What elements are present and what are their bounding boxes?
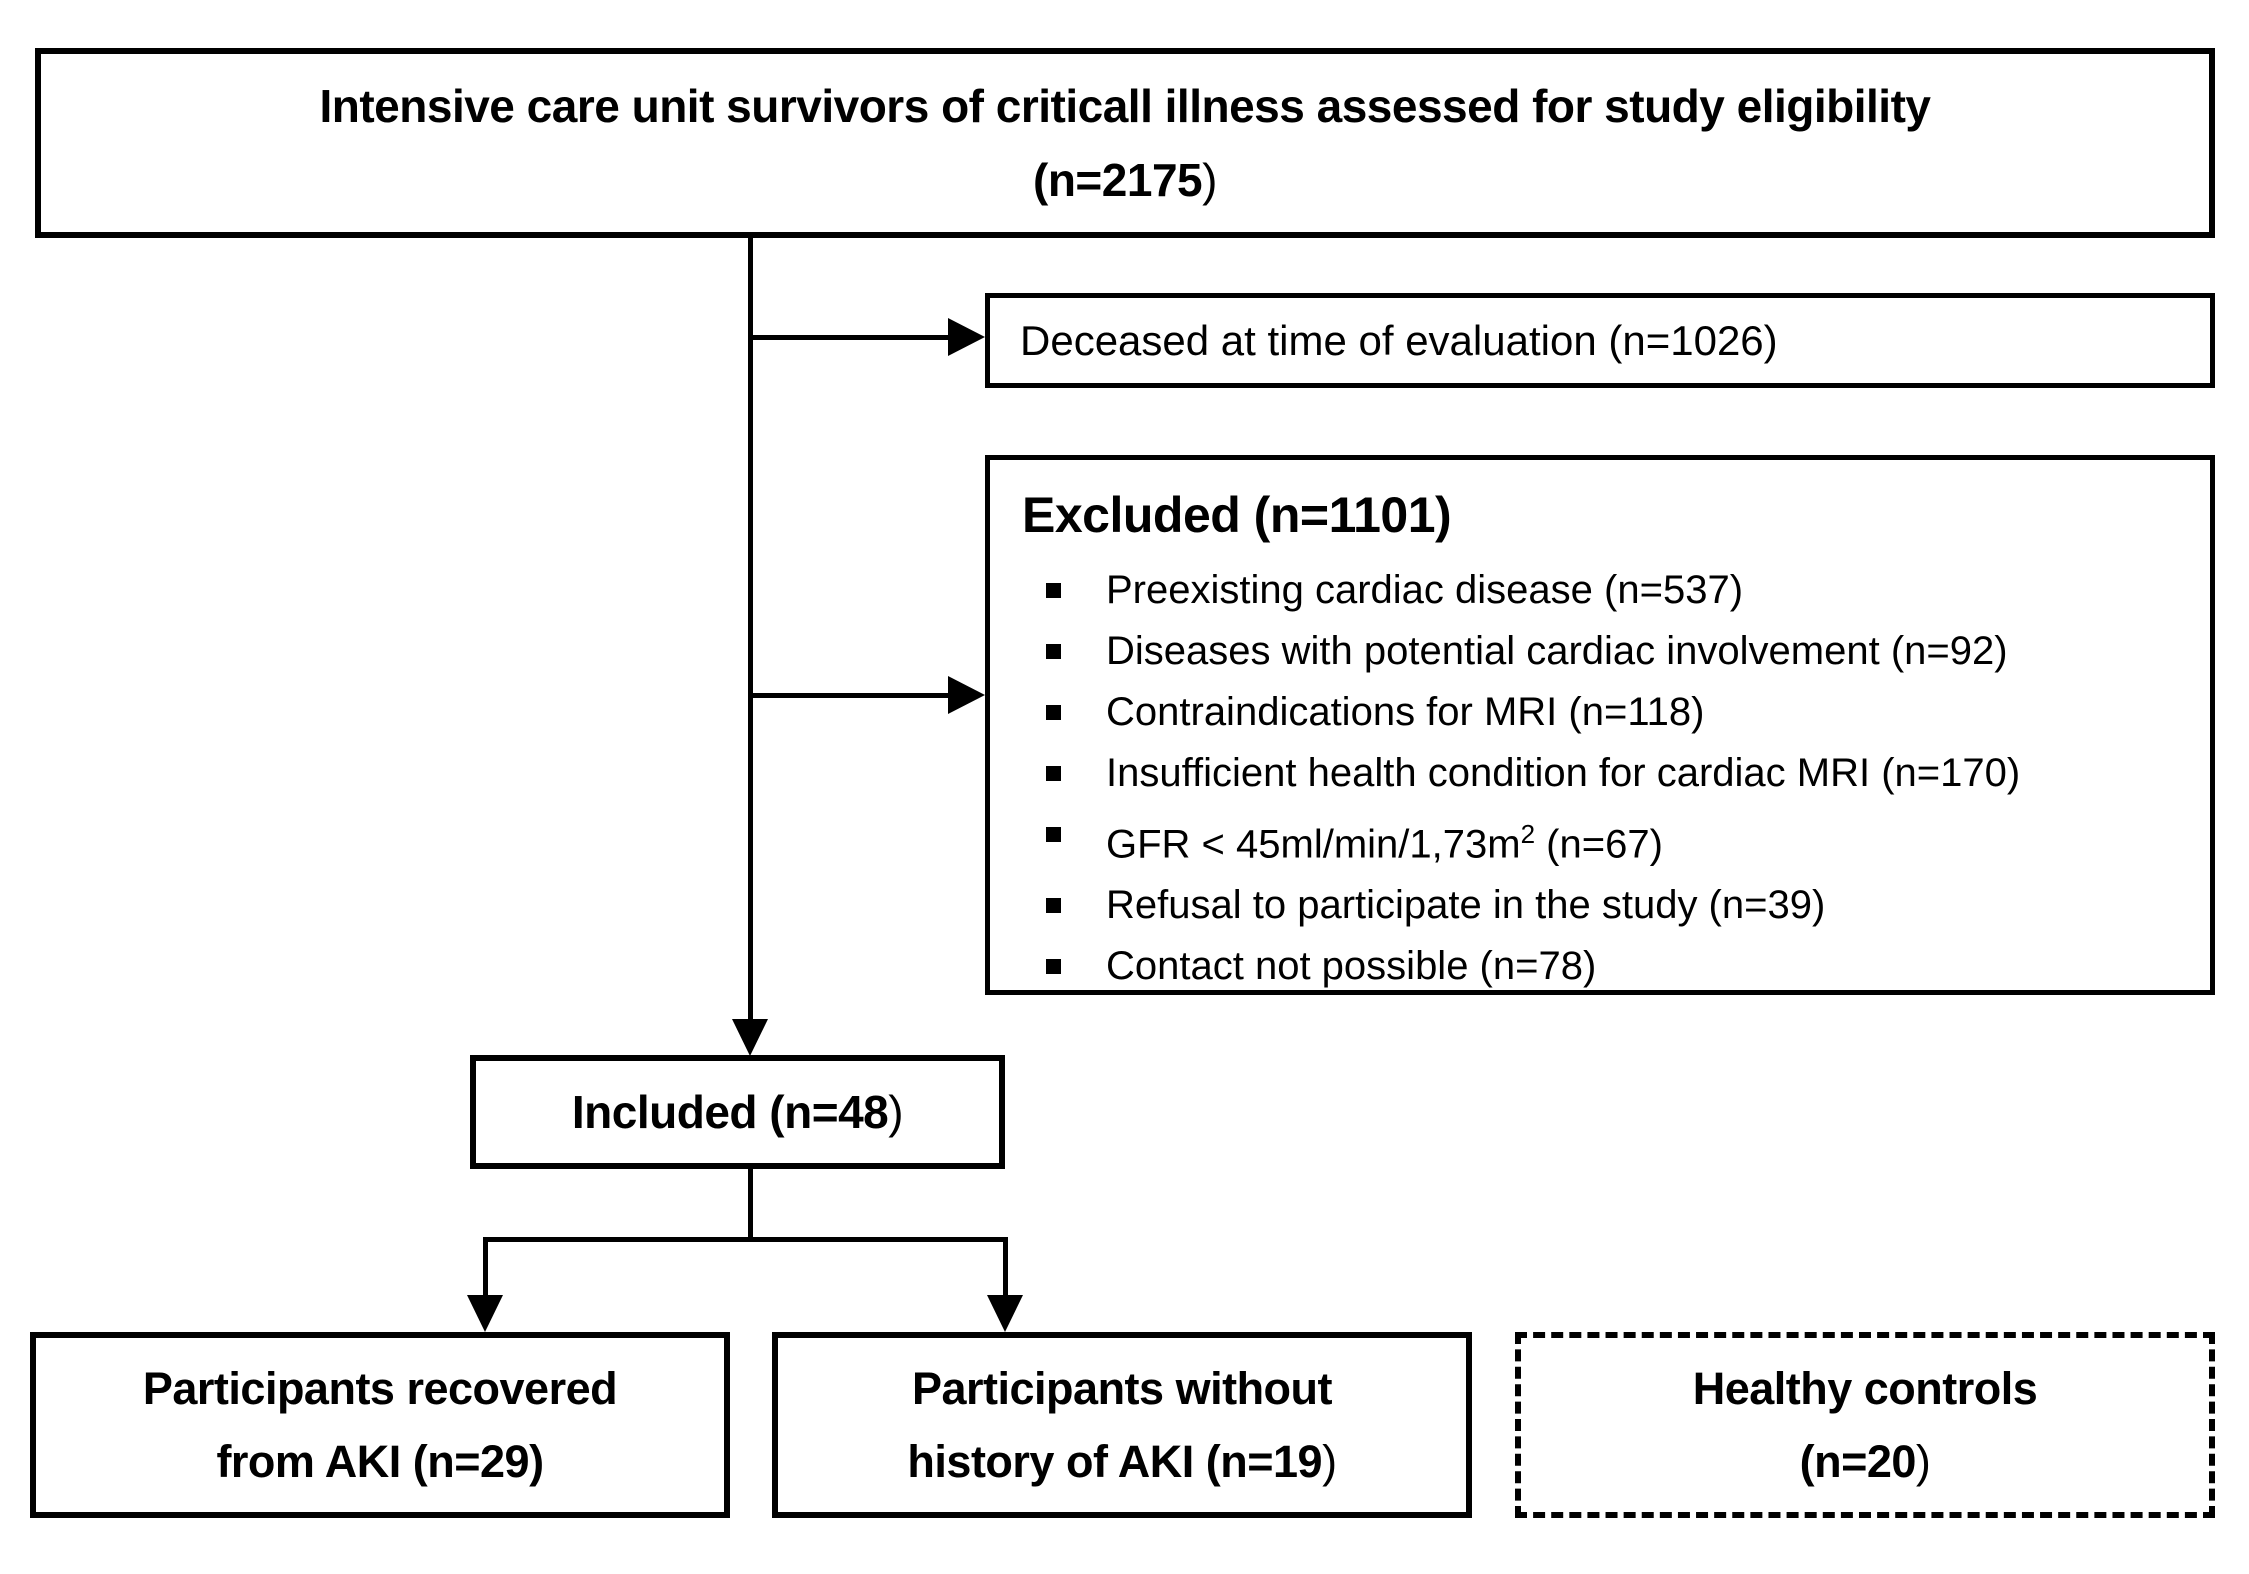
connector-included-stub (748, 1169, 753, 1240)
excluded-item: GFR < 45ml/min/1,73m2 (n=67) (1020, 804, 2180, 875)
connector-to-deceased (750, 335, 950, 340)
eligibility-box: Intensive care unit survivors of critica… (35, 48, 2215, 238)
excluded-item: Preexisting cardiac disease (n=537) (1020, 560, 2180, 621)
eligibility-line1: Intensive care unit survivors of critica… (319, 80, 1931, 132)
connector-main-vertical (748, 238, 753, 1019)
recovered-aki-line1: Participants recovered (142, 1363, 618, 1414)
recovered-aki-line2: from AKI (n=29) (216, 1436, 544, 1487)
connector-to-excluded (750, 693, 950, 698)
arrowhead-to-no-aki (987, 1295, 1023, 1332)
recovered-aki-box: Participants recovered from AKI (n=29) (30, 1332, 730, 1518)
excluded-box: Excluded (n=1101) Preexisting cardiac di… (985, 455, 2215, 995)
excluded-item: Refusal to participate in the study (n=3… (1020, 875, 2180, 936)
no-aki-box: Participants without history of AKI (n=1… (772, 1332, 1472, 1518)
arrowhead-to-recovered-aki (467, 1295, 503, 1332)
deceased-box: Deceased at time of evaluation (n=1026) (985, 293, 2215, 388)
healthy-controls-line1: Healthy controls (1692, 1363, 2038, 1414)
healthy-controls-box: Healthy controls (n=20) (1515, 1332, 2215, 1518)
connector-left-branch (483, 1237, 488, 1296)
excluded-item: Insufficient health condition for cardia… (1020, 743, 2180, 804)
deceased-label: Deceased at time of evaluation (n=1026) (1020, 316, 1778, 364)
excluded-item: Contraindications for MRI (n=118) (1020, 682, 2180, 743)
excluded-item: Diseases with potential cardiac involvem… (1020, 621, 2180, 682)
excluded-item: Contact not possible (n=78) (1020, 936, 2180, 997)
no-aki-line1: Participants without (911, 1363, 1333, 1414)
arrowhead-to-deceased (948, 318, 985, 356)
included-label: Included (n=48) (571, 1086, 904, 1138)
connector-right-branch (1003, 1237, 1008, 1296)
included-box: Included (n=48) (470, 1055, 1005, 1169)
arrowhead-to-excluded (948, 676, 985, 714)
excluded-title: Excluded (n=1101) (1022, 487, 1452, 543)
arrowhead-to-included (732, 1019, 768, 1056)
connector-split-horizontal (483, 1237, 1008, 1242)
healthy-controls-line2: (n=20) (1799, 1436, 1931, 1487)
no-aki-line2: history of AKI (n=19) (907, 1436, 1337, 1487)
eligibility-count: (n=2175) (1033, 154, 1217, 206)
excluded-list: Preexisting cardiac disease (n=537) Dise… (1020, 560, 2180, 997)
